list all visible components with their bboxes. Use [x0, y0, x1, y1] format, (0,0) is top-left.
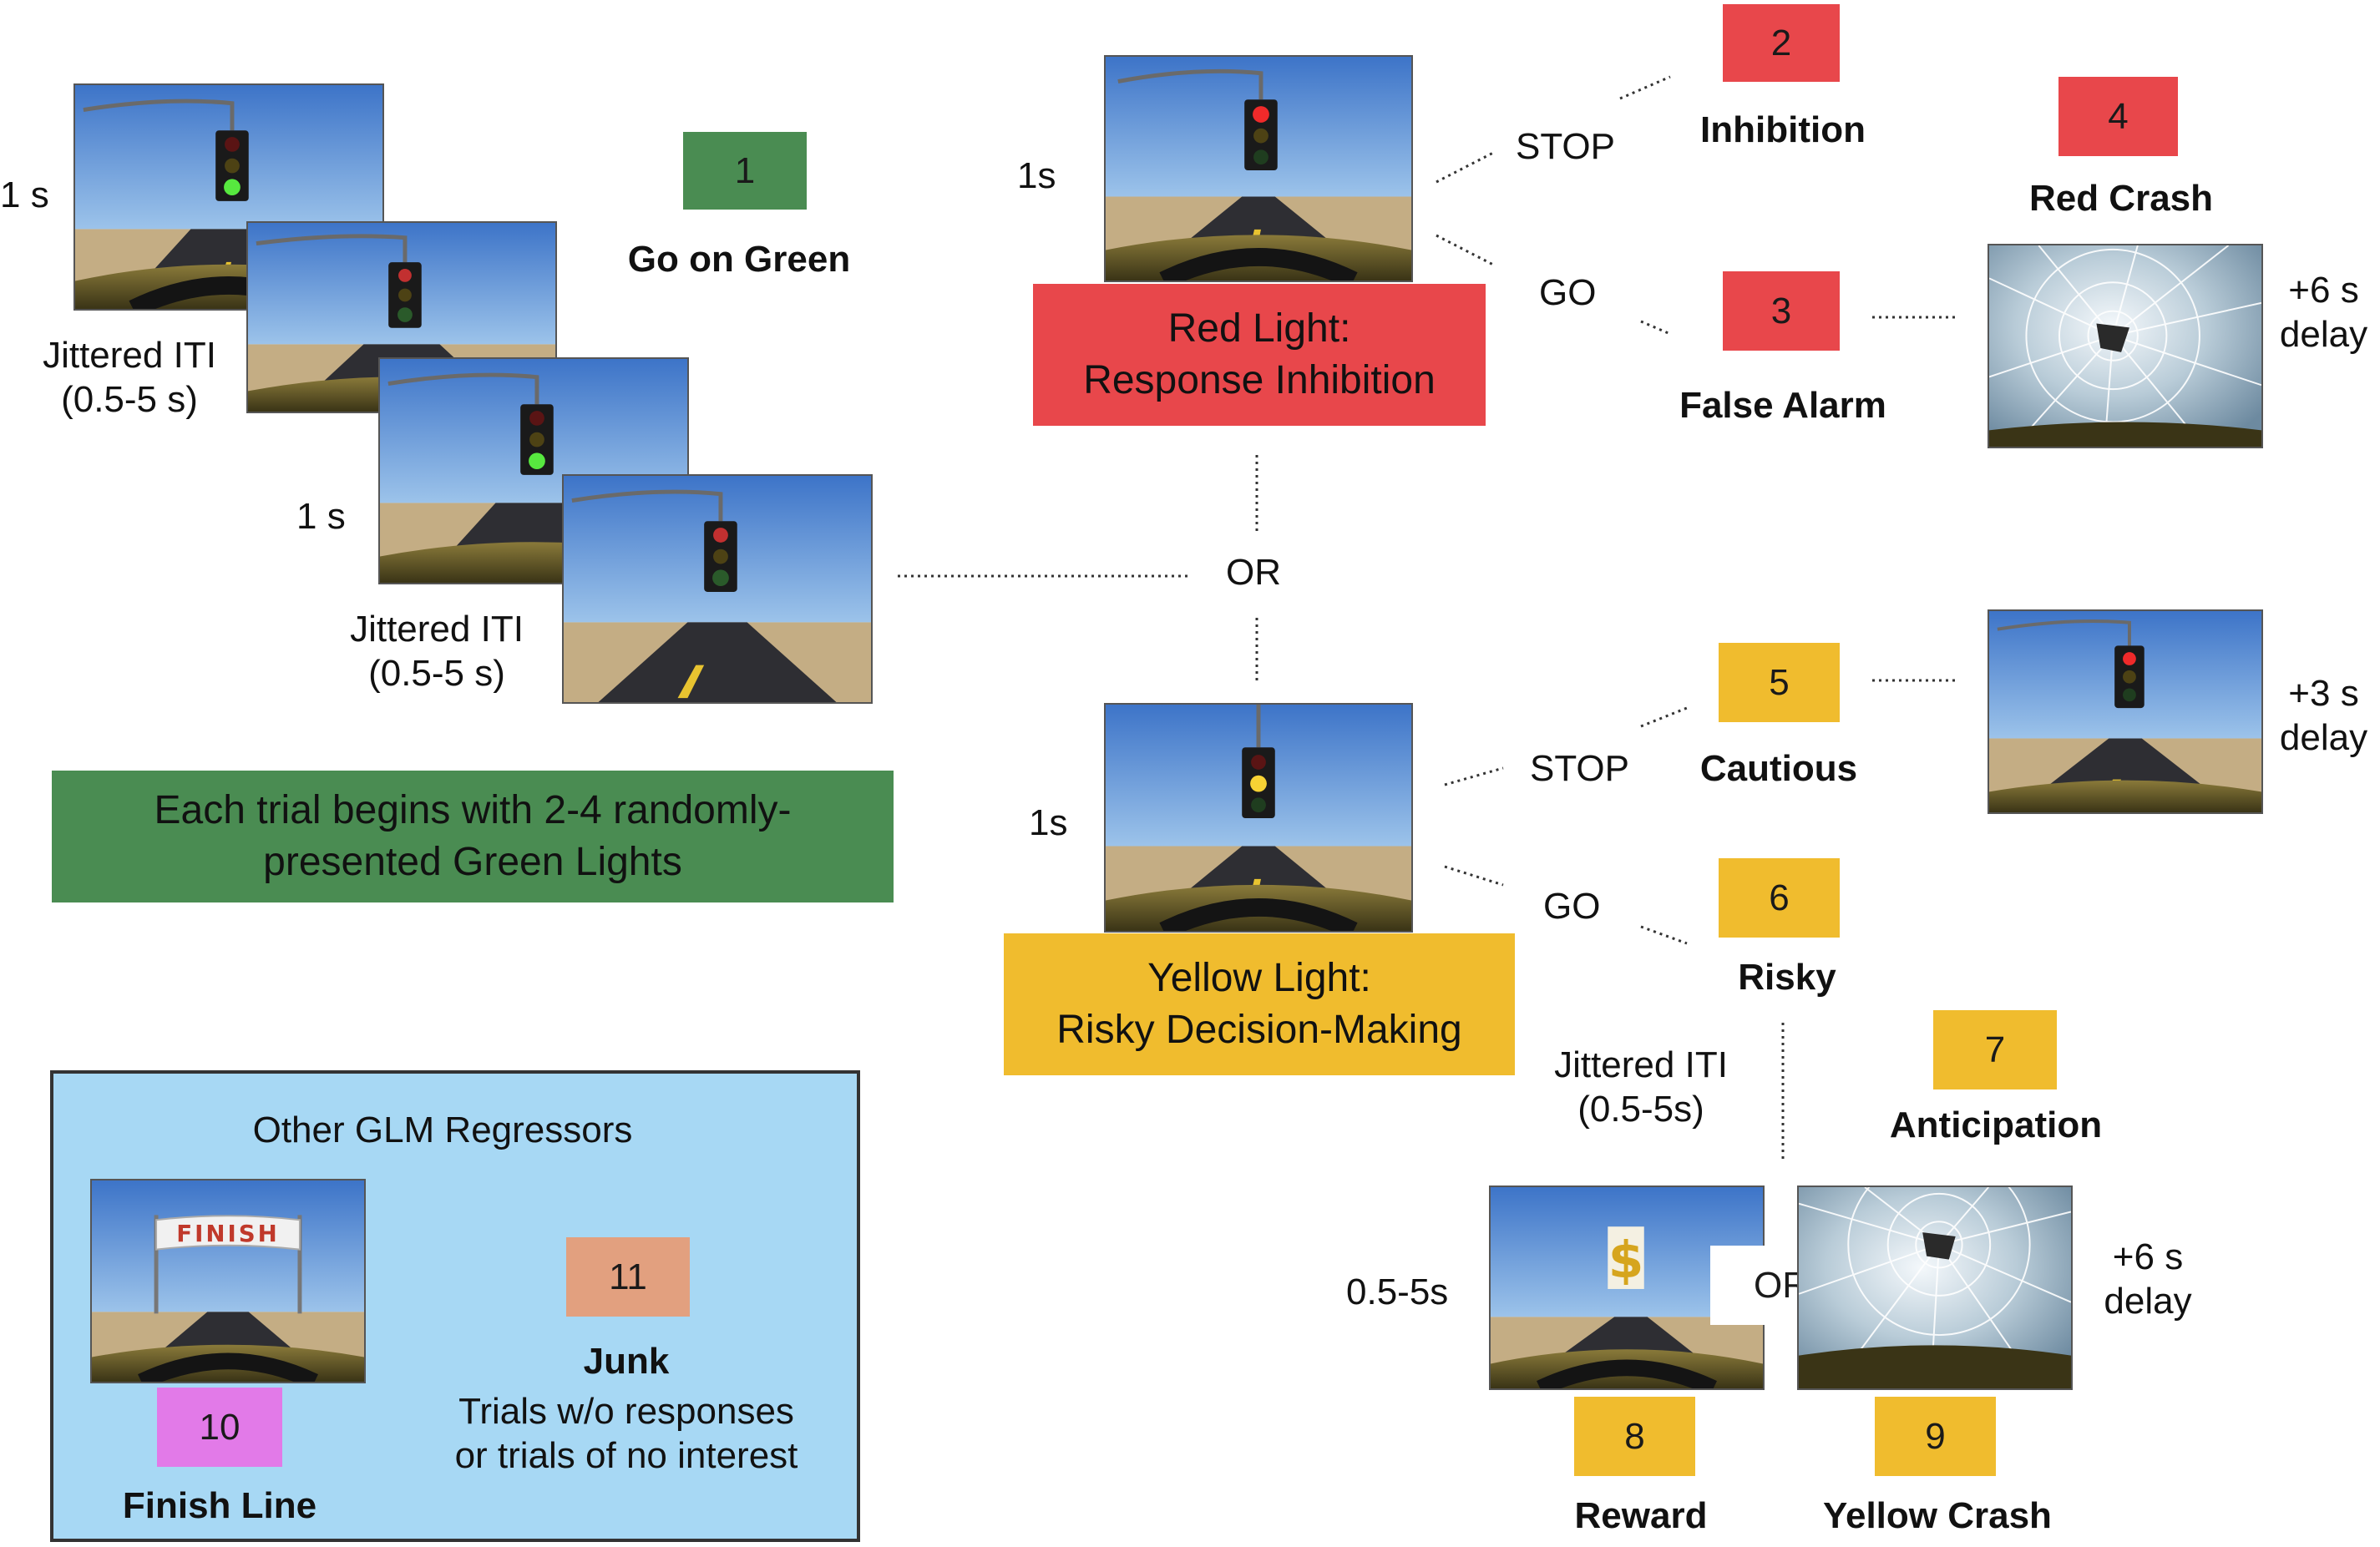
red-crash-scene — [1988, 244, 2263, 448]
regressor-3-badge: 3 — [1723, 271, 1840, 351]
green-banner-line-2: presented Green Lights — [263, 840, 682, 884]
red-crash-delay: +6 s delay — [2267, 269, 2380, 357]
red-go-label: GO — [1539, 272, 1597, 313]
junk-desc-line-2: or trials of no interest — [454, 1434, 798, 1476]
regressor-11-desc: Trials w/o responses or trials of no int… — [401, 1390, 852, 1479]
dollar-sign-icon: $ — [1608, 1226, 1644, 1290]
red-panel-line-1: Red Light: — [1167, 306, 1351, 351]
finish-banner-icon: FINISH — [155, 1215, 301, 1251]
finish-banner-text: FINISH — [176, 1220, 279, 1247]
green-iti-2: Jittered ITI (0.5-5 s) — [328, 608, 545, 696]
other-glm-title: Other GLM Regressors — [252, 1110, 633, 1150]
green-iti-1: Jittered ITI (0.5-5 s) — [21, 334, 238, 422]
traffic-light-icon — [520, 404, 554, 475]
yellow-panel-line-1: Yellow Light: — [1147, 955, 1371, 1000]
traffic-light-icon — [1244, 99, 1278, 170]
cautious-delay-1: +3 s — [2288, 673, 2359, 714]
green-lights-banner: Each trial begins with 2-4 randomly- pre… — [52, 771, 894, 902]
yellow-crash-delay: +6 s delay — [2081, 1236, 2215, 1324]
green-iti-1-label: Jittered ITI — [43, 335, 216, 376]
yellow-crash-delay-2: delay — [2104, 1280, 2192, 1322]
red-stop-label: STOP — [1516, 126, 1616, 167]
yellow-duration: 1s — [1029, 802, 1068, 843]
reward-scene: $ — [1489, 1186, 1765, 1390]
regressor-5-label: Cautious — [1699, 748, 1858, 789]
regressor-9-badge: 9 — [1875, 1397, 1996, 1476]
green-light-scene-4 — [562, 474, 873, 704]
traffic-light-icon — [1242, 747, 1275, 818]
center-or-label: OR — [1226, 552, 1281, 593]
yellow-crash-scene — [1797, 1186, 2073, 1390]
cautious-delay: +3 s delay — [2267, 672, 2380, 761]
green-banner-line-1: Each trial begins with 2-4 randomly- — [154, 787, 792, 832]
regressor-4-badge: 4 — [2058, 77, 2178, 156]
steering-wheel-icon — [1106, 235, 1411, 281]
steering-wheel-icon — [1491, 1349, 1763, 1388]
steering-wheel-icon — [1106, 884, 1411, 931]
regressor-6-badge: 6 — [1719, 858, 1840, 938]
cracked-glass-icon — [1799, 1187, 2071, 1388]
junk-desc-line-1: Trials w/o responses — [458, 1391, 794, 1432]
yellow-iti: Jittered ITI (0.5-5s) — [1528, 1044, 1754, 1132]
yellow-go-label: GO — [1543, 886, 1601, 927]
regressor-1-label: Go on Green — [627, 239, 851, 280]
traffic-light-icon — [388, 262, 422, 328]
regressor-7-badge: 7 — [1933, 1010, 2057, 1089]
traffic-light-icon — [704, 521, 737, 592]
red-light-panel: Red Light: Response Inhibition — [1033, 284, 1486, 426]
regressor-11-label: Junk — [583, 1341, 670, 1382]
regressor-10-badge: 10 — [157, 1388, 282, 1467]
finish-line-scene: FINISH — [90, 1179, 366, 1383]
regressor-5-badge: 5 — [1719, 643, 1840, 722]
regressor-6-label: Risky — [1738, 957, 1836, 998]
steering-wheel-icon — [1989, 780, 2261, 812]
yellow-iti-range: (0.5-5s) — [1577, 1088, 1704, 1130]
red-duration: 1s — [1017, 155, 1056, 196]
traffic-light-icon — [215, 130, 249, 201]
cautious-delay-2: delay — [2279, 716, 2368, 758]
green-duration-2: 1 s — [296, 496, 346, 537]
green-iti-2-range: (0.5-5 s) — [368, 652, 505, 694]
regressor-11-badge: 11 — [566, 1237, 690, 1317]
green-iti-1-range: (0.5-5 s) — [61, 378, 198, 420]
red-crash-delay-2: delay — [2279, 313, 2368, 355]
cautious-scene — [1988, 609, 2263, 814]
regressor-9-label: Yellow Crash — [1823, 1495, 2052, 1536]
regressor-4-label: Red Crash — [2028, 178, 2214, 219]
regressor-10-label: Finish Line — [122, 1485, 317, 1526]
traffic-light-icon — [2114, 645, 2145, 709]
yellow-stop-label: STOP — [1530, 748, 1630, 789]
yellow-crash-delay-1: +6 s — [2112, 1236, 2184, 1277]
regressor-8-label: Reward — [1574, 1495, 1708, 1536]
red-panel-line-2: Response Inhibition — [1083, 358, 1436, 402]
green-iti-2-label: Jittered ITI — [350, 609, 524, 650]
regressor-1-badge: 1 — [683, 132, 807, 210]
yellow-light-panel: Yellow Light: Risky Decision-Making — [1004, 933, 1515, 1075]
regressor-2-label: Inhibition — [1700, 109, 1866, 150]
cracked-glass-icon — [1989, 245, 2261, 447]
regressor-8-badge: 8 — [1574, 1397, 1695, 1476]
red-light-scene — [1104, 55, 1413, 282]
steering-wheel-icon — [92, 1344, 364, 1382]
reward-dollar-text: $ — [1608, 1231, 1644, 1290]
yellow-panel-line-2: Risky Decision-Making — [1056, 1008, 1462, 1052]
regressor-2-badge: 2 — [1723, 4, 1840, 82]
outcome-duration: 0.5-5s — [1346, 1271, 1449, 1312]
yellow-iti-label: Jittered ITI — [1554, 1044, 1728, 1085]
green-duration-1: 1 s — [0, 174, 49, 215]
regressor-7-label: Anticipation — [1889, 1105, 2103, 1145]
red-crash-delay-1: +6 s — [2288, 270, 2359, 311]
yellow-light-scene — [1104, 703, 1413, 933]
regressor-3-label: False Alarm — [1679, 385, 1886, 426]
